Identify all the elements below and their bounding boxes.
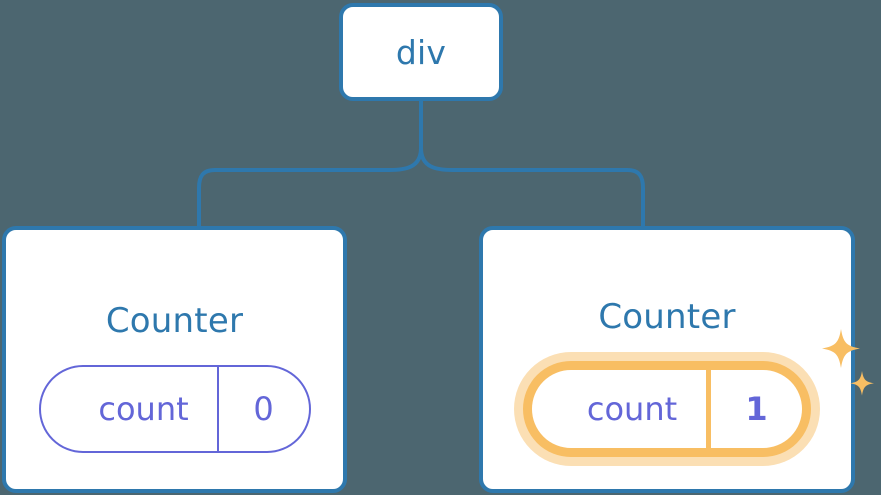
sparkles-group	[817, 327, 877, 413]
state-value-right-text: 1	[745, 390, 768, 428]
connector-branch-right	[419, 146, 645, 228]
node-counter-right[interactable]: Counter count 1	[479, 226, 874, 493]
state-value-right: 1	[706, 370, 802, 448]
node-div[interactable]: div	[339, 3, 503, 101]
connector-branch-left	[197, 146, 423, 228]
state-key-right: count	[532, 370, 706, 448]
state-value-left-text: 0	[253, 390, 274, 428]
sparkle-icon	[822, 329, 860, 368]
node-counter-right-label: Counter	[598, 297, 736, 337]
state-pill-right[interactable]: count 1	[523, 329, 874, 457]
state-key-left-text: count	[98, 390, 189, 428]
state-value-left: 0	[216, 367, 309, 451]
node-div-label: div	[395, 32, 447, 72]
state-key-right-text: count	[586, 390, 678, 428]
state-pill-left[interactable]: count 0	[38, 365, 311, 453]
node-counter-left[interactable]: Counter count 0	[2, 226, 347, 493]
state-key-left: count	[41, 367, 217, 451]
state-pill-right-body: count 1	[523, 361, 811, 457]
node-counter-left-label: Counter	[105, 301, 244, 341]
state-pill-left-body: count 0	[38, 365, 311, 453]
sparkle-small-icon	[850, 371, 874, 396]
